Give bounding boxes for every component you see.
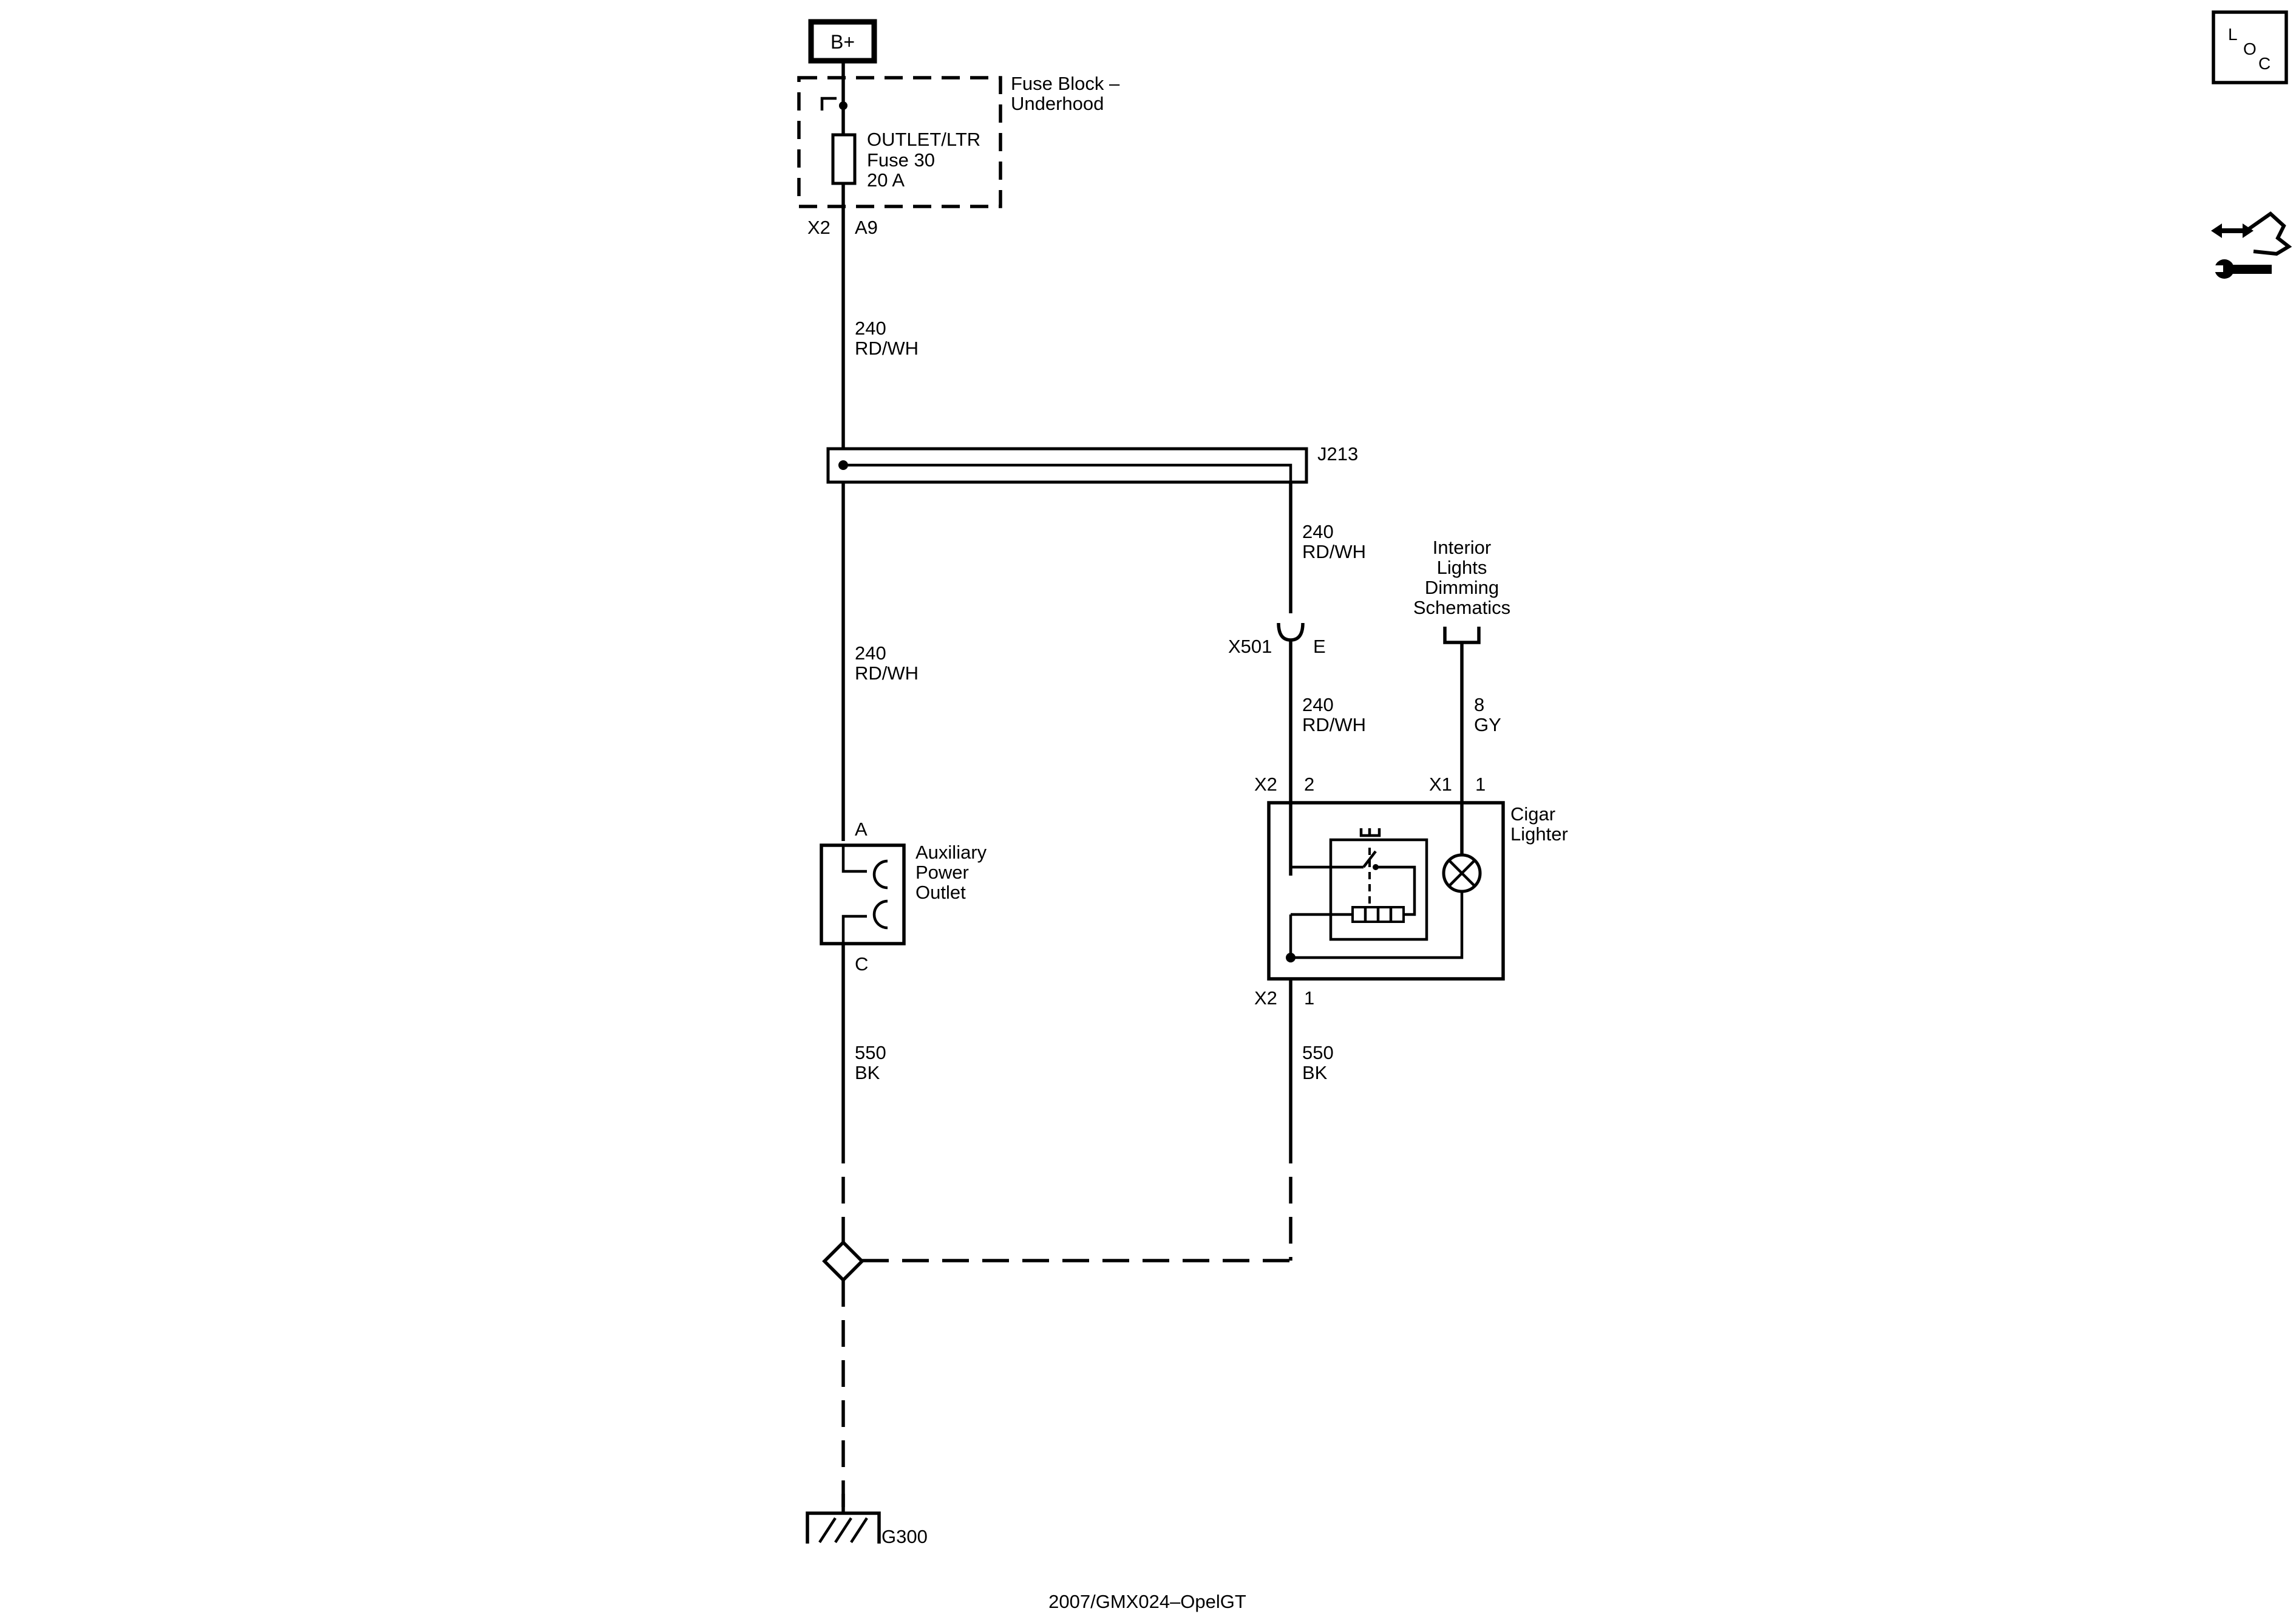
splice-pack: J213 — [826, 443, 1358, 484]
lighter-bottom-pin: 1 — [1304, 987, 1314, 1009]
lighter-x2-conn: X2 — [1254, 774, 1277, 795]
aux-pin-top: A — [855, 819, 868, 840]
wire-splice-x501-color: RD/WH — [1302, 541, 1366, 562]
battery-label: B+ — [830, 31, 855, 53]
wire-feed-top-circuit: 240 — [855, 318, 886, 339]
dimming-ref-line4: Schematics — [1413, 597, 1510, 618]
ground-junction — [822, 1240, 864, 1282]
fuse-symbol — [831, 133, 857, 185]
wire-splice-x501-circuit: 240 — [1302, 521, 1334, 542]
lighter-bottom-conn: X2 — [1254, 987, 1277, 1009]
fuse-pin-label: A9 — [855, 217, 878, 238]
auxiliary-power-outlet: A Auxiliary Power Outlet C — [820, 819, 987, 975]
splice-label: J213 — [1317, 443, 1358, 465]
wire-feed-outlet-color: RD/WH — [855, 662, 919, 684]
loc-icon-o: O — [2243, 39, 2257, 58]
dimming-ref-line3: Dimming — [1425, 577, 1499, 598]
fuse-block-name: Fuse Block – — [1011, 73, 1120, 94]
aux-pin-bottom: C — [855, 953, 868, 975]
wire-x501-lighter-color: RD/WH — [1302, 714, 1366, 735]
wire-dimming-circuit: 8 — [1474, 694, 1484, 715]
x501-label: X501 — [1228, 636, 1272, 657]
wire-dimming-color: GY — [1474, 714, 1501, 735]
x501-pin: E — [1313, 636, 1326, 657]
loc-icon-l: L — [2228, 25, 2238, 44]
lighter-x1-pin: 1 — [1475, 774, 1486, 795]
fuse-number: Fuse 30 — [867, 149, 935, 171]
aux-label-line1: Auxiliary — [915, 842, 987, 863]
battery-source: B+ — [808, 19, 877, 64]
lamp-symbol — [1442, 853, 1482, 893]
loc-icon-c: C — [2258, 54, 2271, 73]
lighter-label-line2: Lighter — [1510, 823, 1568, 845]
wire-lighter-ground-color: BK — [1302, 1062, 1328, 1083]
aux-label-line3: Outlet — [915, 882, 966, 903]
dimming-reference: Interior Lights Dimming Schematics — [1413, 537, 1510, 644]
ground-label: G300 — [881, 1526, 928, 1547]
cigar-lighter: X2 2 X1 1 Cigar Lighter — [1254, 774, 1568, 981]
lighter-x2-pin: 2 — [1304, 774, 1314, 795]
fuse-block: Fuse Block – Underhood OUTLET/LTR Fuse 3… — [797, 73, 1120, 208]
dimming-ref-line1: Interior — [1433, 537, 1491, 558]
fuse-connector-label: X2 — [807, 217, 830, 238]
wire-outlet-ground-color: BK — [855, 1062, 880, 1083]
inline-connector-x501: X501 E — [1228, 622, 1326, 657]
ground-symbol: G300 — [806, 1494, 928, 1547]
fuse-rating: 20 A — [867, 169, 905, 191]
lighter-x1-conn: X1 — [1429, 774, 1452, 795]
wire-lighter-ground-circuit: 550 — [1302, 1042, 1334, 1063]
dimming-ref-line2: Lights — [1437, 557, 1487, 578]
fuse-name: OUTLET/LTR — [867, 129, 980, 150]
loc-icon[interactable]: L O C — [2212, 10, 2288, 84]
wire-feed-top-color: RD/WH — [855, 338, 919, 359]
wire-x501-lighter-circuit: 240 — [1302, 694, 1334, 715]
aux-label-line2: Power — [915, 862, 969, 883]
lighter-label-line1: Cigar — [1510, 803, 1555, 825]
wire-feed-outlet-circuit: 240 — [855, 642, 886, 664]
fuse-block-location: Underhood — [1011, 93, 1104, 114]
wire-outlet-ground-circuit: 550 — [855, 1042, 886, 1063]
component-locator-icon[interactable] — [2211, 211, 2292, 279]
footer-reference: 2007/GMX024–OpelGT — [1048, 1591, 1246, 1612]
